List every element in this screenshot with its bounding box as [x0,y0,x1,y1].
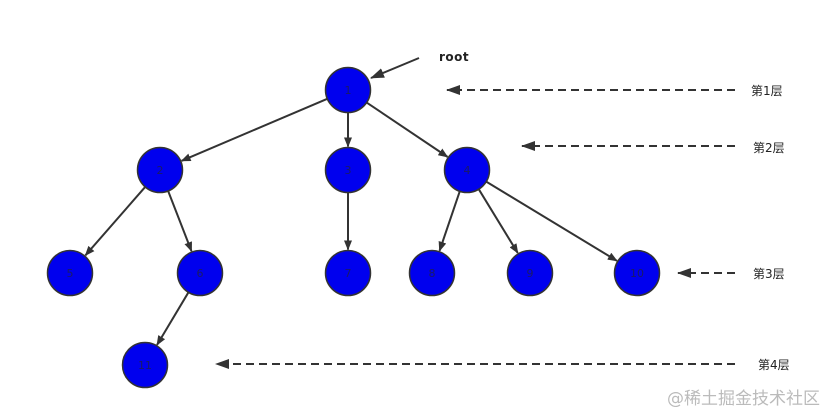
root-pointer-arrow [370,57,420,79]
edge-4-10 [485,180,618,262]
tree-node-3: 3 [324,146,372,194]
tree-node-11: 11 [121,341,169,389]
edge-2-5 [84,186,146,257]
edge-4-9 [477,188,519,254]
node-label: 8 [429,267,436,280]
node-label: 3 [345,164,352,177]
tree-node-8: 8 [408,249,456,297]
node-circle [506,249,554,297]
edge-4-8 [438,190,461,252]
edge-1-2 [180,97,328,162]
node-label: 7 [345,267,352,280]
node-circle [46,249,94,297]
node-circle [443,146,491,194]
node-label: 9 [527,267,534,280]
level-3-label: 第3层 [753,267,785,281]
level-1-label: 第1层 [751,84,783,98]
tree-node-10: 10 [613,249,661,297]
level-4-label: 第4层 [758,358,790,372]
node-circle [324,146,372,194]
node-circle [136,146,184,194]
tree-node-1: 1 [324,66,372,114]
node-label: 10 [630,267,644,280]
node-circle [176,249,224,297]
node-label: 5 [67,267,74,280]
node-label: 1 [345,84,352,97]
node-circle [121,341,169,389]
node-circle [408,249,456,297]
tree-node-7: 7 [324,249,372,297]
tree-node-6: 6 [176,249,224,297]
watermark: @稀土掘金技术社区 [667,389,820,409]
node-label: 4 [464,164,471,177]
root-label: root [439,50,470,64]
edge-6-11 [156,291,190,346]
node-circle [324,249,372,297]
tree-node-5: 5 [46,249,94,297]
node-label: 2 [157,164,164,177]
node-circle [324,66,372,114]
level-2-label: 第2层 [753,141,785,155]
tree-node-9: 9 [506,249,554,297]
edge-2-6 [167,190,193,253]
tree-node-2: 2 [136,146,184,194]
node-circle [613,249,661,297]
node-label: 6 [197,267,204,280]
edge-1-4 [366,101,449,158]
node-label: 11 [138,359,152,372]
tree-node-4: 4 [443,146,491,194]
